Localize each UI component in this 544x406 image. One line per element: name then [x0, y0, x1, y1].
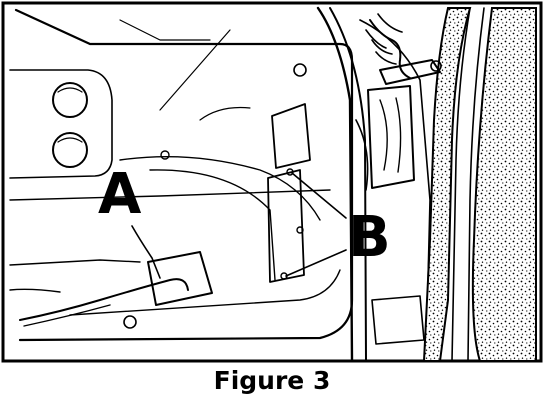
callout-a-label: A — [98, 162, 142, 227]
callout-b-leader-upper — [291, 172, 347, 219]
callout-a-leader — [131, 225, 161, 279]
callout-b-leader-lower — [285, 249, 347, 277]
tape-patch — [19, 251, 213, 327]
callout-a: A — [98, 162, 161, 279]
callout-b-label: B — [348, 205, 391, 270]
access-holes — [52, 63, 307, 329]
figure-caption: Figure 3 — [213, 366, 331, 395]
callout-b: B — [285, 172, 391, 277]
door-inner-panel — [9, 8, 354, 342]
hinge-assembly — [355, 13, 442, 345]
door-frame-pillar — [316, 6, 537, 362]
module-bracket — [267, 103, 311, 283]
